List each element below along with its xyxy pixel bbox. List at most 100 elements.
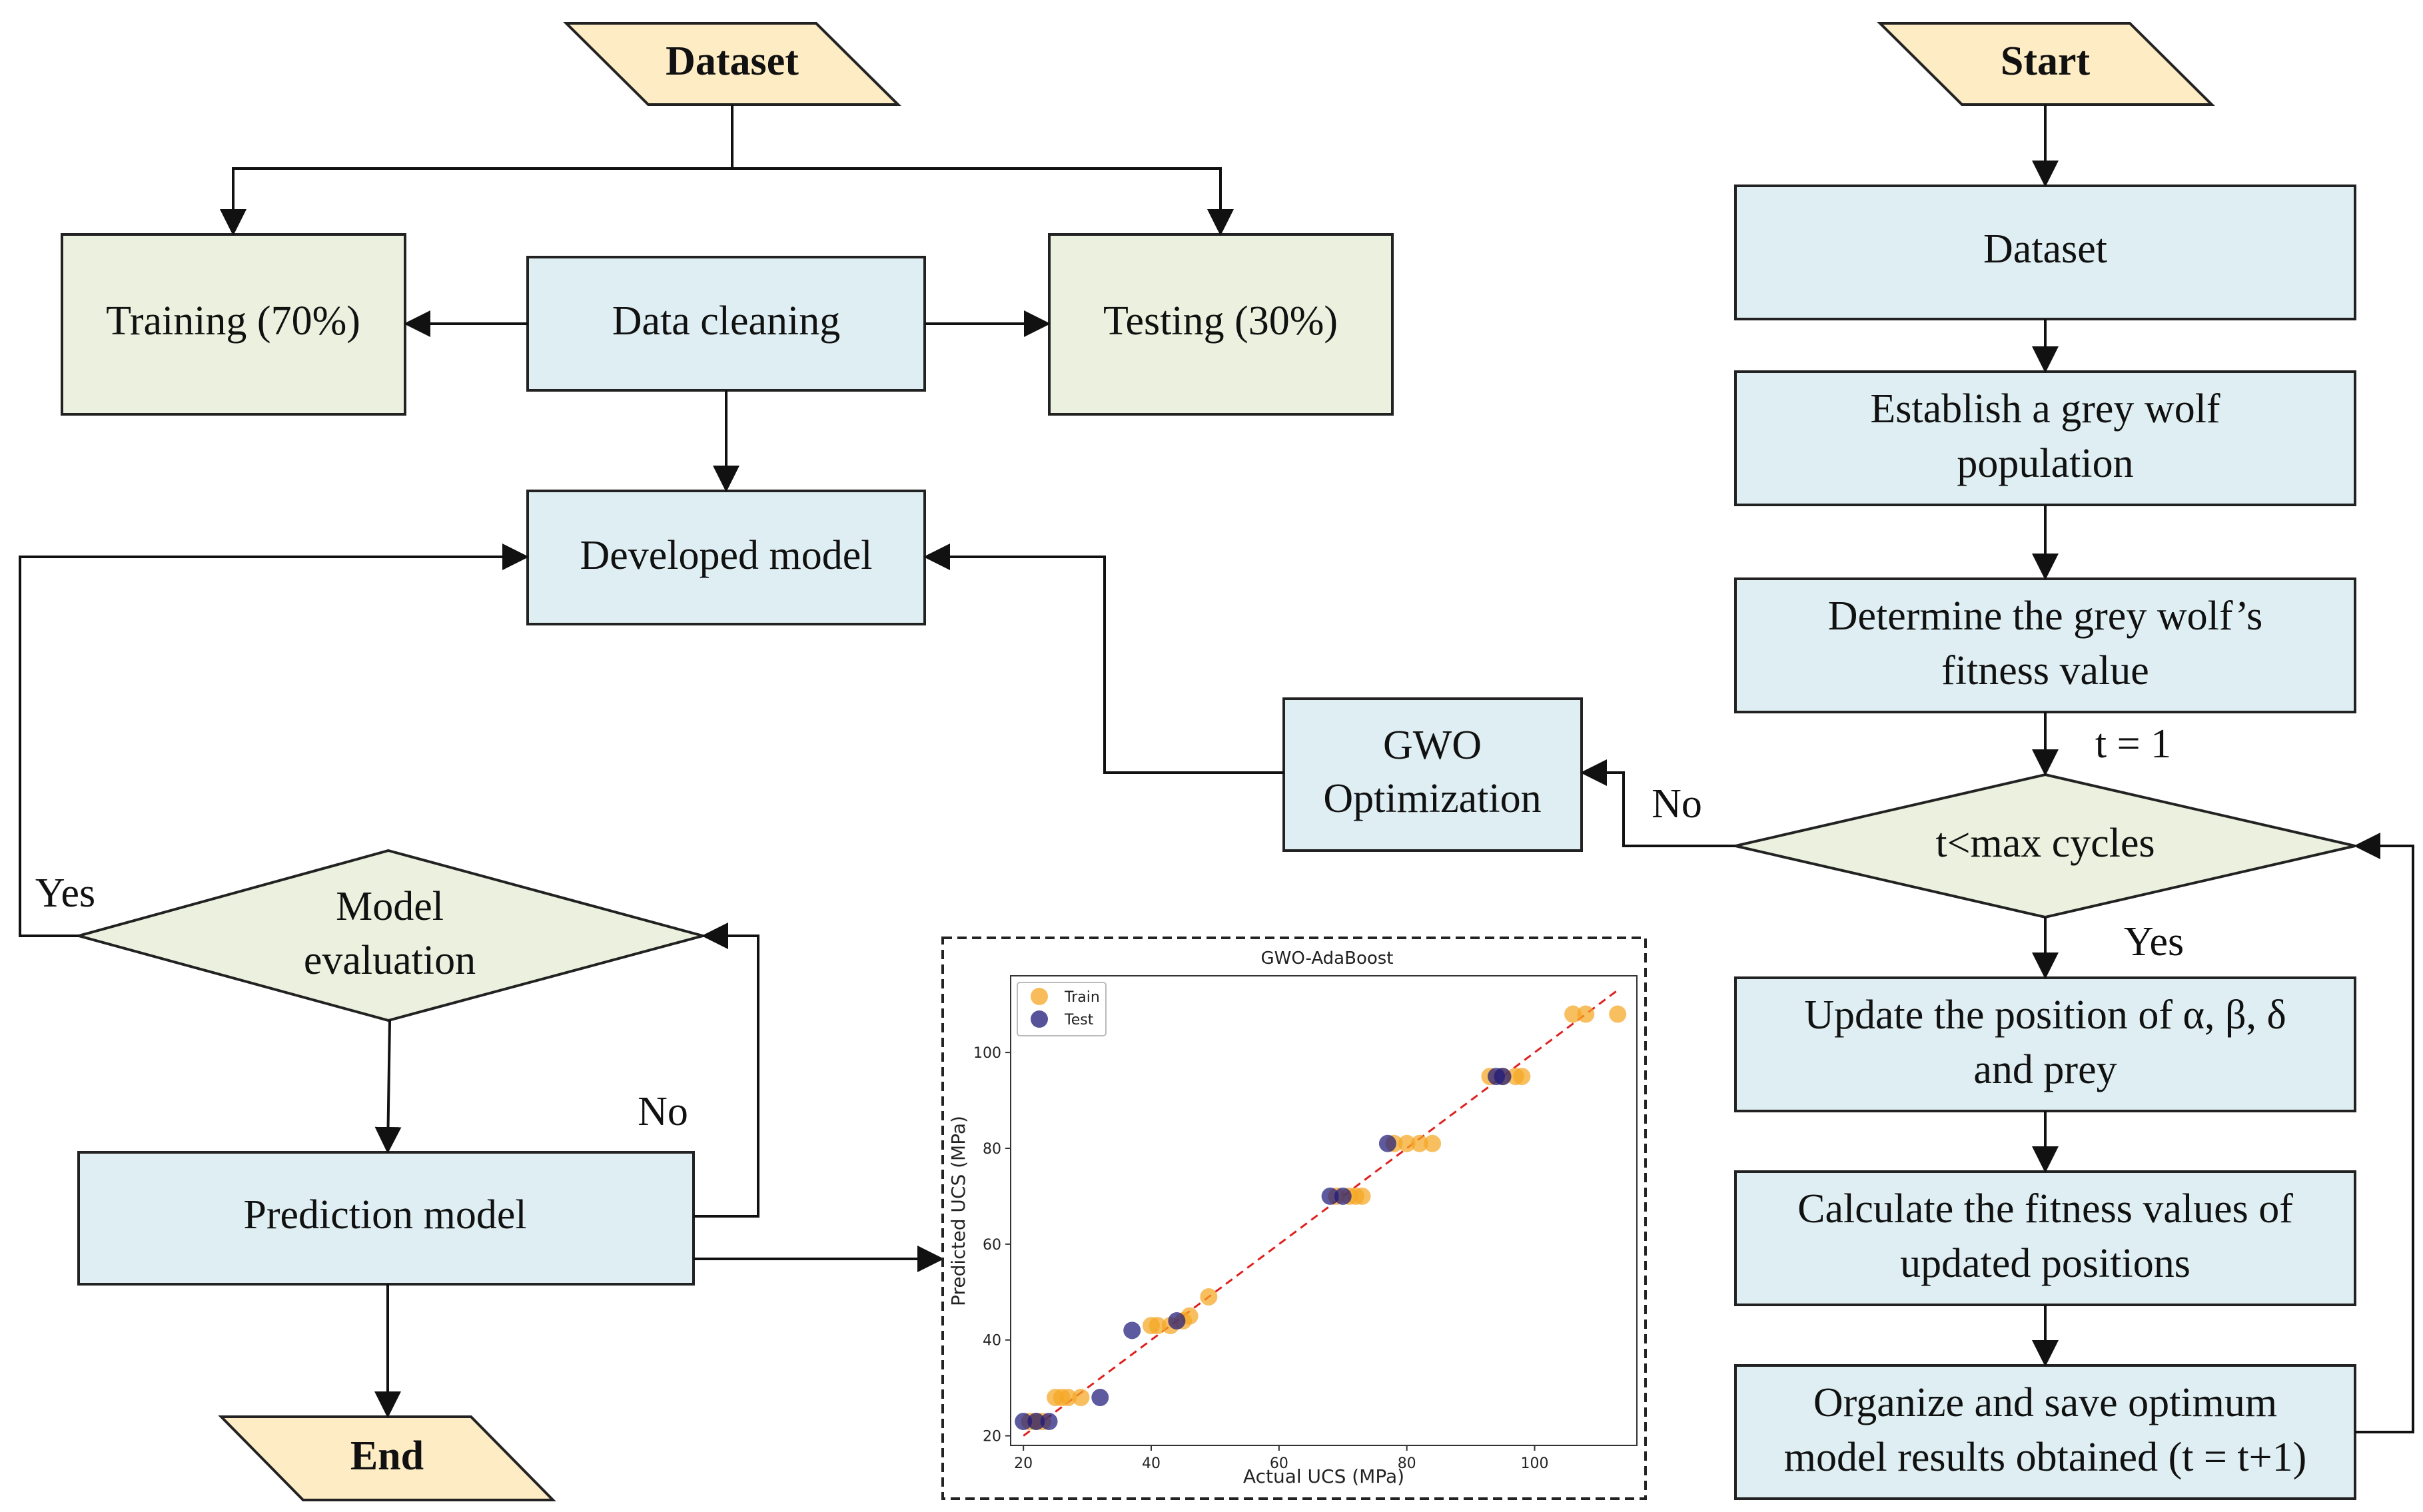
eval-to-prediction [374, 1020, 402, 1154]
y-tick-label: 60 [983, 1237, 1001, 1254]
developed-model-box [526, 490, 926, 625]
rf-dataset-label: Dataset [1983, 226, 2107, 272]
y-tick-label: 80 [983, 1141, 1001, 1158]
test-points [1015, 1068, 1512, 1431]
prediction-model-label: Prediction model [243, 1192, 526, 1238]
testing-box [1048, 233, 1394, 416]
organize-line2: model results obtained (t = t+1) [1784, 1435, 2307, 1480]
x-tick-label: 40 [1142, 1455, 1161, 1472]
end-label: End [350, 1433, 424, 1479]
x-tick-label: 60 [1270, 1455, 1288, 1472]
scatter-chart: GWO-AdaBoost 20 40 60 80 100 20 40 60 80 100 Act… [941, 937, 1647, 1500]
establish-population-box [1734, 370, 2356, 506]
x-tick-label: 100 [1521, 1455, 1549, 1472]
organize-results-box [1734, 1364, 2356, 1500]
test-point [1321, 1187, 1339, 1205]
prediction-model-box [77, 1151, 695, 1286]
x-tick-label: 80 [1398, 1455, 1416, 1472]
train-point [1149, 1317, 1167, 1335]
testing-label: Testing (30%) [1103, 298, 1338, 344]
data-cleaning-box [526, 256, 926, 392]
update-line2: and prey [1973, 1047, 2117, 1092]
organize-loop-to-decision [2354, 833, 2414, 1433]
establish-line2: population [1957, 441, 2133, 486]
test-point [1334, 1187, 1352, 1205]
model-eval-line1: Model [336, 884, 444, 929]
right-flow: Start Dataset Establish a grey wolf popu… [1580, 22, 2414, 1500]
decision-label: t<max cycles [1935, 821, 2155, 866]
x-tick-label: 20 [1014, 1455, 1033, 1472]
training-box [61, 233, 406, 416]
organize-line1: Organize and save optimum [1813, 1380, 2277, 1425]
determine-fitness-box [1734, 577, 2356, 713]
train-point [1410, 1134, 1428, 1152]
calc-line2: updated positions [1900, 1241, 2190, 1286]
dataset-to-testing [732, 167, 1234, 236]
test-point [1378, 1134, 1396, 1152]
chart-title: GWO-AdaBoost [1260, 948, 1393, 968]
gwo-label-line2: Optimization [1323, 776, 1541, 821]
update-line1: Update the position of α, β, δ [1804, 992, 2286, 1038]
determine-line2: fitness value [1941, 648, 2149, 693]
train-point [1072, 1389, 1090, 1407]
y-tick-label: 100 [973, 1045, 1001, 1062]
start-terminal-shape [1877, 22, 2215, 106]
decision-no-to-gwo [1580, 759, 1735, 847]
train-point [1398, 1134, 1416, 1152]
model-eval-line2: evaluation [304, 938, 476, 983]
start-label: Start [2001, 39, 2091, 84]
yes-label-right: Yes [2124, 919, 2184, 964]
no-label-left: No [638, 1089, 688, 1134]
gwo-optimization-box [1282, 697, 1583, 852]
train-point [1577, 1005, 1595, 1023]
update-position-box [1734, 976, 2356, 1112]
data-cleaning-label: Data cleaning [612, 298, 841, 344]
eval-yes-to-developed [19, 544, 529, 937]
test-point [1168, 1312, 1186, 1329]
legend-test-marker [1031, 1010, 1048, 1028]
dataset-to-training [220, 167, 732, 236]
test-point [1091, 1389, 1109, 1407]
gwo-label-line1: GWO [1383, 723, 1482, 768]
gwo-to-developed [923, 544, 1284, 774]
x-axis-label: Actual UCS (MPa) [1243, 1465, 1404, 1487]
establish-line1: Establish a grey wolf [1870, 386, 2220, 432]
train-point [1353, 1187, 1371, 1205]
legend-train-label: Train [1064, 989, 1100, 1006]
train-point [1200, 1288, 1218, 1306]
train-point [1059, 1389, 1077, 1407]
y-tick-label: 40 [983, 1333, 1001, 1349]
dataset-input-shape [563, 22, 901, 106]
legend-test-label: Test [1064, 1012, 1094, 1028]
test-point [1040, 1413, 1058, 1431]
developed-model-label: Developed model [580, 533, 872, 578]
left-flow: Dataset Training (70%) Data cleaning Tes… [19, 22, 1583, 1501]
rf-dataset-box [1734, 185, 2356, 320]
no-label-right: No [1652, 781, 1702, 827]
yes-label-left: Yes [35, 871, 95, 916]
y-ticks: 20 40 60 80 100 [973, 1045, 1011, 1445]
y-tick-label: 20 [983, 1429, 1001, 1445]
model-evaluation-decision [73, 849, 708, 1022]
chart-legend: Train Test [1017, 982, 1107, 1036]
train-point [1609, 1005, 1627, 1023]
t-init-label: t = 1 [2095, 721, 2171, 767]
legend-train-marker [1031, 988, 1048, 1005]
test-point [1123, 1322, 1141, 1339]
test-point [1027, 1413, 1045, 1431]
prediction-no-to-eval [694, 923, 759, 1218]
determine-line1: Determine the grey wolf’s [1828, 593, 2262, 639]
calc-line1: Calculate the fitness values of [1797, 1186, 2293, 1232]
calculate-fitness-box [1734, 1170, 2356, 1306]
test-point [1494, 1068, 1512, 1086]
train-point [1564, 1005, 1582, 1023]
x-ticks: 20 40 60 80 100 [1014, 1445, 1549, 1472]
test-point [1015, 1413, 1033, 1431]
training-label: Training (70%) [106, 298, 360, 344]
train-point [1424, 1134, 1442, 1152]
y-axis-label: Predicted UCS (MPa) [947, 1116, 969, 1306]
fit-line [1023, 989, 1619, 1437]
dataset-input-label: Dataset [666, 39, 799, 84]
train-point [1513, 1068, 1531, 1086]
